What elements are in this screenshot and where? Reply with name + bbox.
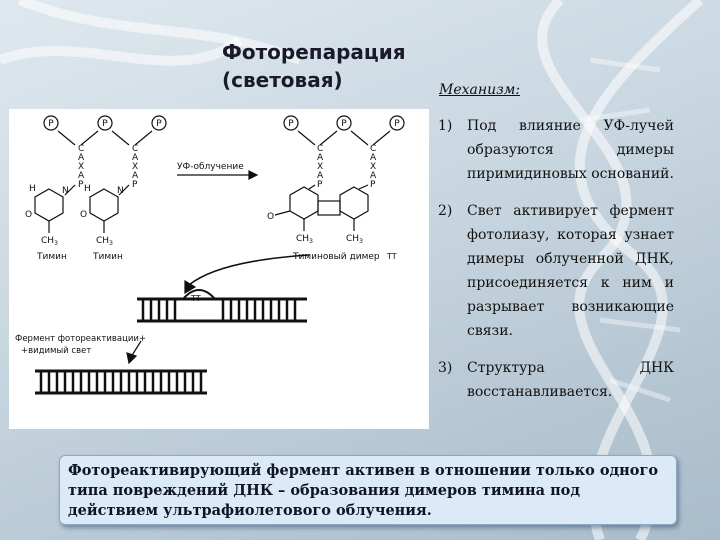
dimer-label: Тиминовый димер (292, 252, 380, 262)
sugar-right-1: C (317, 144, 323, 154)
sugar-right2-2: A (370, 153, 377, 163)
photoreactivation-diagram: P P P P P P C A X A P C A X A P C A X A … (9, 109, 429, 429)
o-label-3: O (267, 212, 274, 222)
uv-label: УФ-облучение (177, 162, 244, 172)
sugar-left-4: A (78, 171, 85, 181)
step-text: Свет активирует фермент фотолиазу, котор… (467, 203, 674, 339)
sugar-left-5: P (78, 180, 84, 190)
dna-tt-label: TT (190, 294, 201, 303)
sugar-mid-4: A (132, 171, 139, 181)
enzyme-label-1: Фермент фотореактивации+ (15, 334, 146, 344)
sugar-mid-1: C (132, 144, 138, 154)
step-number: 1) (438, 118, 453, 134)
sugar-right2-3: X (370, 162, 376, 172)
sugar-right-2: A (317, 153, 324, 163)
enzyme-label-2: +видимый свет (21, 346, 91, 356)
ch3-label-4: CH3 (346, 234, 363, 245)
phosphate-5: P (341, 119, 347, 129)
sugar-left-2: A (78, 153, 85, 163)
sugar-mid-3: X (132, 162, 138, 172)
sugar-right-3: X (317, 162, 323, 172)
thymine-label-1: Тимин (36, 252, 67, 262)
ch3-label-3: CH3 (296, 234, 313, 245)
phosphate-3: P (156, 119, 162, 129)
sugar-mid-5: P (132, 180, 138, 190)
step-3: 3) Структура ДНК восстанавливается. (438, 356, 674, 404)
title-line-2: (световая) (222, 68, 343, 92)
diagram-svg: P P P P P P C A X A P C A X A P C A X A … (15, 115, 405, 395)
ch3-label-1: CH3 (41, 236, 58, 247)
thymine-label-2: Тимин (92, 252, 123, 262)
note-box: Фотореактивирующий фермент активен в отн… (59, 455, 677, 525)
sugar-left-3: X (78, 162, 84, 172)
sugar-right-4: A (317, 171, 324, 181)
sugar-right-5: P (317, 180, 323, 190)
step-text: Под влияние УФ-лучей образуются димеры п… (467, 118, 674, 182)
step-number: 3) (438, 360, 453, 376)
title-line-1: Фоторепарация (222, 40, 406, 64)
sugar-right2-1: C (370, 144, 376, 154)
step-1: 1) Под влияние УФ-лучей образуются димеры… (438, 114, 674, 186)
ch3-label-2: CH3 (96, 236, 113, 247)
n-label-1: N (62, 186, 69, 196)
phosphate-2: P (102, 119, 108, 129)
n-label-2: N (117, 186, 124, 196)
phosphate-1: P (48, 119, 54, 129)
step-number: 2) (438, 203, 453, 219)
step-2: 2) Свет активирует фермент фотолиазу, кот… (438, 199, 674, 343)
o-label-2: O (80, 210, 87, 220)
mechanism-steps: 1) Под влияние УФ-лучей образуются димеры… (438, 114, 674, 417)
phosphate-6: P (394, 119, 400, 129)
dimer-tt-label: TT (386, 252, 397, 261)
sugar-mid-2: A (132, 153, 139, 163)
sugar-right2-5: P (370, 180, 376, 190)
phosphate-4: P (288, 119, 294, 129)
sugar-left-1: C (78, 144, 84, 154)
step-text: Структура ДНК восстанавливается. (467, 360, 674, 400)
mechanism-heading: Механизм: (439, 82, 521, 98)
o-label-1: O (25, 210, 32, 220)
slide-title: Фоторепарация (световая) (222, 38, 406, 94)
h-label-2: H (84, 184, 91, 194)
sugar-right2-4: A (370, 171, 377, 181)
h-label-1: H (29, 184, 36, 194)
